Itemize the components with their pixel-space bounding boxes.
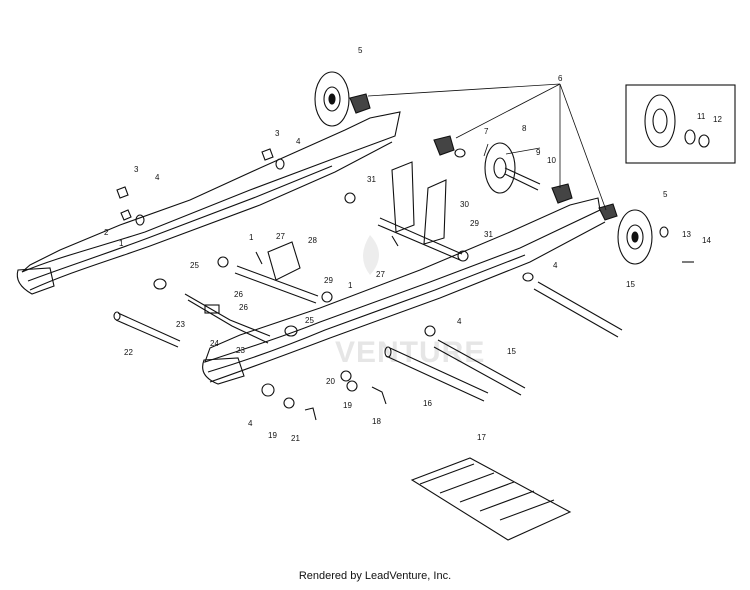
callout: 14 — [702, 236, 711, 245]
bearing-cap-6-b — [433, 135, 455, 156]
callout: 19 — [343, 401, 352, 410]
callout: 16 — [423, 399, 432, 408]
callout: 29 — [470, 219, 479, 228]
idler-wheel-5-top — [314, 71, 350, 127]
callout: 24 — [210, 339, 219, 348]
watermark-flame-icon — [363, 235, 379, 275]
callout: 28 — [308, 236, 317, 245]
leader-lines — [367, 83, 607, 211]
bearing-cap-6-c — [551, 183, 573, 204]
crossbar-15 — [433, 281, 623, 396]
idler-wheel-5-right — [617, 209, 653, 265]
callout: 1 — [249, 233, 254, 242]
pin-27 — [255, 235, 399, 265]
callout: 25 — [190, 261, 199, 270]
watermark-text: VENTURE — [335, 336, 485, 369]
callout: 7 — [484, 127, 489, 136]
callout: 10 — [547, 156, 556, 165]
callout-labels: 5 6 7 8 9 10 3 4 3 4 2 1 31 30 29 31 1 2… — [104, 46, 722, 443]
callout: 2 — [104, 228, 109, 237]
callout: 17 — [477, 433, 486, 442]
track-17 — [410, 457, 572, 541]
callout: 12 — [713, 115, 722, 124]
callout: 23 — [236, 346, 245, 355]
footer-credit: Rendered by LeadVenture, Inc. — [298, 570, 452, 582]
callout: 6 — [558, 74, 563, 83]
callout: 15 — [507, 347, 516, 356]
callout: 31 — [367, 175, 376, 184]
callout: 30 — [460, 200, 469, 209]
callout: 26 — [239, 303, 248, 312]
callout: 8 — [522, 124, 527, 133]
callout: 1 — [348, 281, 353, 290]
inset-box — [625, 84, 736, 164]
callout: 15 — [626, 280, 635, 289]
callout: 19 — [268, 431, 277, 440]
callout: 31 — [484, 230, 493, 239]
callout: 13 — [682, 230, 691, 239]
wheel-8 — [484, 142, 541, 194]
callout: 23 — [176, 320, 185, 329]
callout: 4 — [553, 261, 558, 270]
callout: 4 — [155, 173, 160, 182]
crossbar-22 — [113, 311, 181, 348]
bracket-30 — [391, 161, 447, 245]
callout: 11 — [697, 112, 706, 121]
callout: 3 — [134, 165, 139, 174]
callout: 3 — [275, 129, 280, 138]
bolts — [116, 148, 694, 421]
bearing-cap-6-a — [349, 93, 371, 114]
callout: 22 — [124, 348, 133, 357]
callout: 27 — [376, 270, 385, 279]
crossbar-16 — [384, 346, 489, 402]
callout: 26 — [234, 290, 243, 299]
callout: 4 — [248, 419, 253, 428]
callout: 4 — [296, 137, 301, 146]
rail-lower — [202, 197, 606, 385]
callout: 18 — [372, 417, 381, 426]
callout: 5 — [663, 190, 668, 199]
callout: 21 — [291, 434, 300, 443]
bearing-cap-6-d — [598, 203, 618, 221]
callout: 20 — [326, 377, 335, 386]
callout: 29 — [324, 276, 333, 285]
link-plate-28 — [267, 241, 301, 281]
scissor-arm-24 — [184, 293, 271, 344]
callout: 9 — [536, 148, 541, 157]
rail-upper — [16, 111, 401, 295]
callout: 25 — [305, 316, 314, 325]
callout: 5 — [358, 46, 363, 55]
washers — [135, 148, 669, 409]
axle-29 — [234, 217, 463, 304]
callout: 27 — [276, 232, 285, 241]
callout: 1 — [119, 239, 124, 248]
callout: 4 — [457, 317, 462, 326]
